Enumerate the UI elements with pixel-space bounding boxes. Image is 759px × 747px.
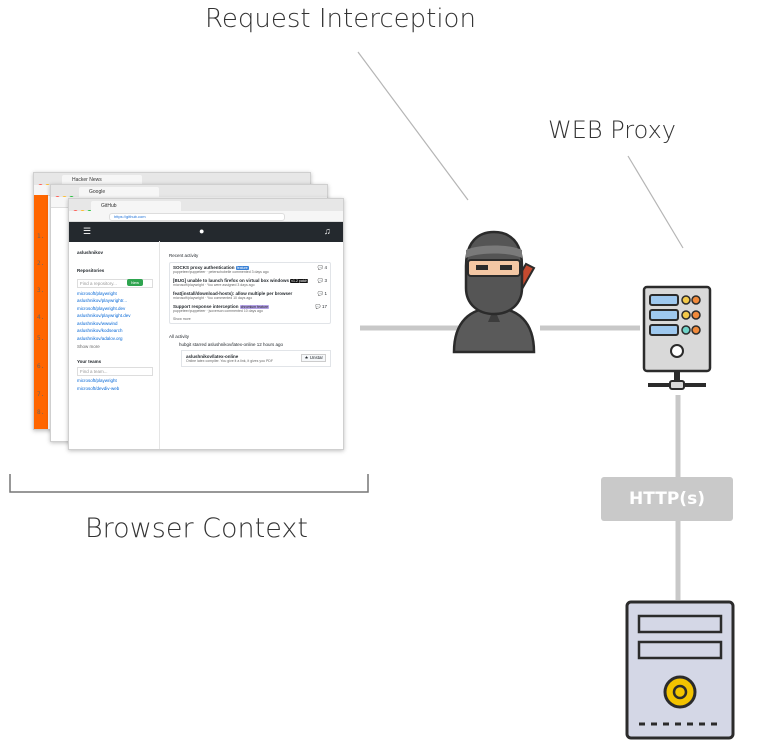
activity-item[interactable]: feat(install/download-hosts): allow mult… <box>173 291 327 300</box>
find-team-input[interactable]: Find a team... <box>77 366 153 376</box>
request-interception-pointer <box>357 51 469 201</box>
teams-heading: Your teams <box>77 358 102 364</box>
team-link[interactable]: microsoft/playwright <box>77 378 117 383</box>
hn-num: 1. <box>37 233 45 240</box>
github-main: Recent activity SOCKS proxy authenticati… <box>163 241 343 449</box>
recent-activity-heading: Recent activity <box>169 253 199 258</box>
proxy-server-icon <box>642 285 712 390</box>
team-link[interactable]: microsoft/devdiv-web <box>77 385 120 391</box>
bell-icon[interactable]: ♫ <box>324 226 331 236</box>
feed-repo-link[interactable]: aslushnikov/latex-online <box>186 354 239 359</box>
hn-num: 2. <box>37 260 45 267</box>
browser-context-bracket <box>9 474 369 493</box>
request-interception-label: Request Interception <box>205 4 476 34</box>
hn-num: 4. <box>37 314 45 321</box>
repo-link[interactable]: aslushnikov/wwwind <box>77 320 118 326</box>
repo-link[interactable]: aslushnikov/adalov.org <box>77 335 123 341</box>
all-activity-heading: All activity <box>169 334 190 339</box>
tab-hackernews[interactable]: Hacker News <box>62 175 142 185</box>
repo-link[interactable]: aslushnikov/playwright.dev <box>77 313 131 318</box>
repo-link[interactable]: aslushnikov/kodsearch <box>77 328 123 333</box>
browser-context-label: Browser Context <box>85 513 308 544</box>
feed-line: hubgit starred aslushnikov/latex-online … <box>179 342 284 347</box>
server-tower-icon <box>625 600 735 740</box>
web-proxy-label: WEB Proxy <box>548 116 676 144</box>
repo-link[interactable]: aslushnikov/playwrightr... <box>77 298 128 303</box>
feed-card: aslushnikov/latex-online ★ Unstar Online… <box>181 350 331 367</box>
hn-num: 3. <box>37 287 45 294</box>
repo-link[interactable]: microsoft/playwright.dev <box>77 305 126 311</box>
hn-num: 7. <box>37 391 45 398</box>
ninja-icon <box>452 230 536 354</box>
hn-num: 6. <box>37 363 45 370</box>
activity-item[interactable]: SOCKS proxy authentication feature 💬 4 p… <box>173 265 327 274</box>
github-logo-icon[interactable]: ● <box>199 226 205 236</box>
find-repo-input[interactable]: Find a repository... <box>77 279 153 288</box>
repo-link[interactable]: microsoft/playwright <box>77 290 117 296</box>
user-name[interactable]: aslushnikov <box>77 250 104 255</box>
repositories-heading: Repositories <box>77 268 105 273</box>
recent-activity-box: SOCKS proxy authentication feature 💬 4 p… <box>169 262 331 324</box>
activity-show-more[interactable]: Show more <box>173 317 191 321</box>
hn-num: 8. <box>37 409 45 416</box>
unstar-button[interactable]: ★ Unstar <box>301 354 326 362</box>
tab-google[interactable]: Google <box>79 187 159 197</box>
http-box: HTTP(s) <box>601 477 733 521</box>
repos-show-more[interactable]: Show more <box>77 343 100 349</box>
hn-num: 5. <box>37 335 45 342</box>
new-repo-button[interactable]: New <box>127 279 144 286</box>
hamburger-icon[interactable]: ☰ <box>83 226 92 236</box>
tab-github[interactable]: GitHub <box>91 201 181 211</box>
hn-sidebar <box>34 195 48 429</box>
activity-item[interactable]: Support response interception chromium f… <box>173 304 327 313</box>
activity-item[interactable]: [BUG] unable to launch firefox on virtua… <box>173 278 327 287</box>
web-proxy-pointer <box>627 155 684 249</box>
browser-window-github: GitHub https://github.com ☰ ● ♫ aslushni… <box>68 198 344 450</box>
url-bar[interactable]: https://github.com <box>109 213 285 221</box>
github-sidebar: aslushnikov Repositories New Find a repo… <box>69 241 160 449</box>
github-header: ☰ ● ♫ <box>69 222 343 242</box>
